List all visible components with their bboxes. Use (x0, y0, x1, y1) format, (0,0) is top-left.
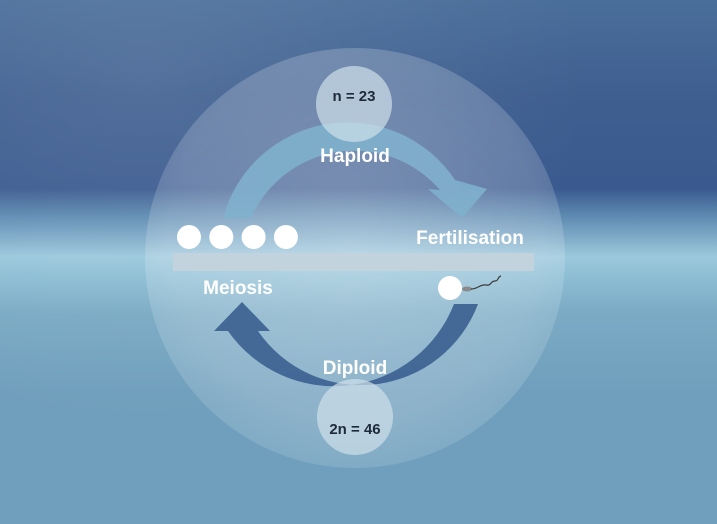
fertilisation-label: Fertilisation (416, 228, 524, 249)
haploid-count-badge (316, 66, 392, 142)
meiosis-cell (177, 225, 201, 249)
diploid-arrow (214, 302, 478, 387)
meiosis-cells (177, 225, 298, 249)
haploid-label: Haploid (320, 146, 390, 167)
meiosis-label: Meiosis (203, 278, 273, 299)
diploid-count-text: 2n = 46 (329, 421, 380, 438)
sperm-icon (462, 275, 502, 292)
meiosis-cell (273, 225, 298, 249)
diploid-label: Diploid (323, 358, 387, 379)
divider-bar (173, 253, 534, 271)
meiosis-cell (209, 225, 234, 249)
haploid-count-text: n = 23 (333, 88, 376, 105)
diploid-count-badge (317, 379, 393, 455)
egg-cell-icon (438, 276, 462, 300)
haploid-arrow (223, 122, 487, 218)
meiosis-cell (241, 225, 266, 249)
